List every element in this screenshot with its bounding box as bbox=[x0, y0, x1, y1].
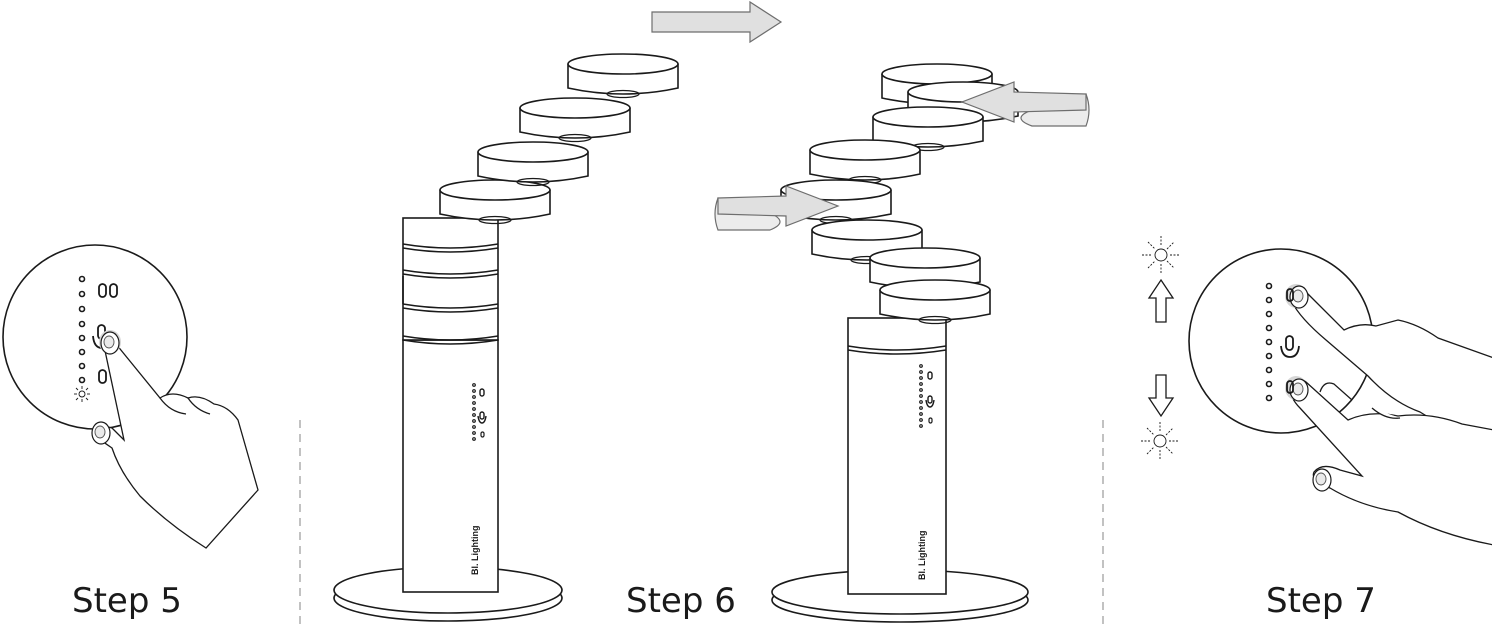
arrow-down-icon bbox=[1147, 374, 1175, 418]
rotate-arrow-right bbox=[714, 185, 840, 231]
brand-label: Bl. Lighting bbox=[470, 526, 480, 576]
touch-highlight bbox=[1285, 284, 1309, 402]
lamp-column bbox=[402, 339, 499, 593]
lamp-column bbox=[847, 317, 947, 595]
sun-icon bbox=[1141, 422, 1179, 460]
indicator-dots bbox=[78, 275, 86, 384]
touch-highlight bbox=[99, 330, 121, 355]
hand-icon bbox=[1289, 286, 1492, 546]
control-panel bbox=[472, 383, 487, 441]
brightness-down-icon bbox=[1286, 380, 1294, 394]
rotate-arrow-left bbox=[960, 81, 1090, 127]
arrow-right-top bbox=[651, 0, 783, 44]
sun-icon bbox=[74, 386, 90, 402]
power-icon bbox=[1280, 335, 1300, 358]
control-panel bbox=[919, 364, 935, 428]
thumb bbox=[1312, 468, 1332, 492]
exploded-discs bbox=[439, 53, 679, 225]
sun-icon bbox=[1142, 236, 1180, 274]
brand-label: Bl. Lighting bbox=[917, 531, 927, 581]
step-5-label: Step 5 bbox=[72, 581, 182, 621]
brightness-up-icon bbox=[1286, 288, 1294, 302]
arrow-up-icon bbox=[1147, 278, 1175, 323]
brightness-up-icon bbox=[98, 283, 118, 298]
step7-panel bbox=[1141, 236, 1492, 546]
indicator-dots bbox=[1265, 282, 1273, 402]
lamp-before: Bl. Lighting bbox=[333, 53, 679, 622]
step-7-label: Step 7 bbox=[1266, 581, 1376, 621]
step-6-label: Step 6 bbox=[626, 581, 736, 621]
step5-panel bbox=[2, 244, 259, 549]
step6-panel: Bl. Lighting bbox=[333, 0, 1090, 623]
lamp-after: Bl. Lighting bbox=[714, 63, 1090, 623]
lamp-stack bbox=[402, 217, 499, 345]
brightness-down-icon bbox=[98, 369, 107, 384]
thumb bbox=[91, 421, 111, 445]
